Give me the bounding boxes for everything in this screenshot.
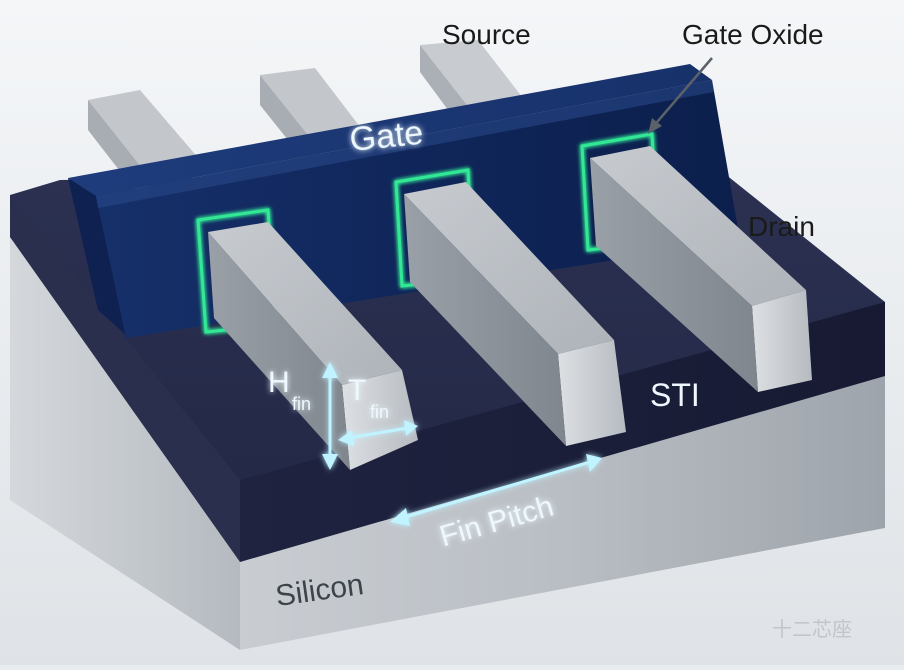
- gate-label: Gate: [348, 114, 425, 159]
- gate-oxide-pointer: [648, 57, 713, 134]
- h-fin-label: H fin: [268, 366, 311, 414]
- fin-2: [404, 182, 626, 446]
- dimension-arrows: [322, 362, 602, 526]
- drain-label: Drain: [748, 211, 815, 242]
- t-fin-sub: fin: [370, 402, 389, 422]
- t-fin-main: T: [348, 374, 366, 407]
- fin-3: [590, 146, 812, 392]
- fin-1: [208, 222, 418, 470]
- sti-label: STI: [650, 377, 700, 413]
- t-fin-arrow: [347, 426, 409, 440]
- gate-oxide-label: Gate Oxide: [682, 19, 824, 50]
- watermark: 十二芯座: [772, 618, 852, 641]
- fin-pitch-arrow: [401, 460, 591, 520]
- h-fin-main: H: [268, 366, 290, 399]
- h-fin-sub: fin: [292, 394, 311, 414]
- t-fin-label: T fin: [348, 374, 389, 422]
- source-label: Source: [442, 19, 531, 50]
